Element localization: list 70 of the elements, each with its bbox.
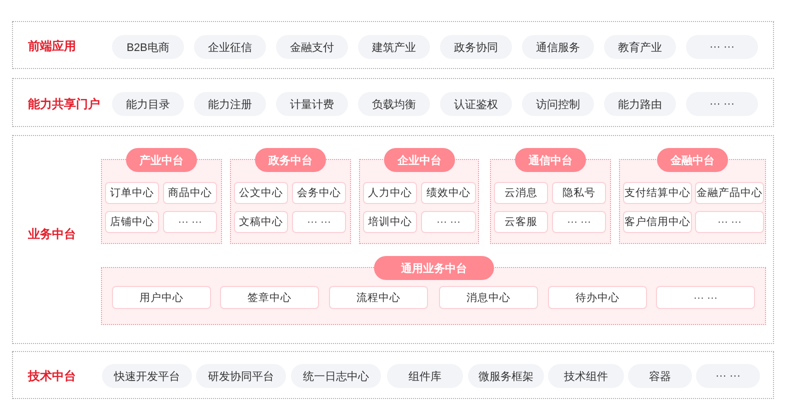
module-pill: ··· ··· xyxy=(686,35,758,59)
module-cell: 金融产品中心 xyxy=(695,182,764,204)
module-cell: 文稿中心 xyxy=(234,211,288,233)
layer-title: 前端应用 xyxy=(28,38,76,54)
module-pill: 容器 xyxy=(628,364,692,388)
module-cell: 客户信用中心 xyxy=(623,211,692,233)
module-cell: ··· ··· xyxy=(695,211,764,233)
module-pill: 能力路由 xyxy=(604,92,676,116)
module-cell: 会务中心 xyxy=(292,182,346,204)
module-cell: 签章中心 xyxy=(220,286,319,309)
layer-title: 能力共享门户 xyxy=(28,96,100,112)
module-cell: 商品中心 xyxy=(163,182,217,204)
module-cell: 绩效中心 xyxy=(421,182,476,204)
group-panel xyxy=(490,148,611,244)
module-cell: 流程中心 xyxy=(329,286,428,309)
module-cell: 用户中心 xyxy=(112,286,211,309)
module-pill: 组件库 xyxy=(387,364,463,388)
group-panel xyxy=(619,148,766,244)
group-title: 企业中台 xyxy=(384,148,455,172)
module-pill: 能力注册 xyxy=(194,92,266,116)
module-cell: 人力中心 xyxy=(363,182,417,204)
module-pill: 技术组件 xyxy=(548,364,624,388)
module-cell: ··· ··· xyxy=(552,211,606,233)
module-cell: 云客服 xyxy=(494,211,548,233)
module-cell: 云消息 xyxy=(494,182,548,204)
group-title: 通用业务中台 xyxy=(374,256,494,280)
layer-panel xyxy=(12,135,774,344)
module-pill: B2B电商 xyxy=(112,35,184,59)
module-pill: 政务协同 xyxy=(440,35,512,59)
module-pill: 微服务框架 xyxy=(468,364,544,388)
module-cell: 培训中心 xyxy=(363,211,417,233)
module-pill: 统一日志中心 xyxy=(291,364,381,388)
module-cell: 隐私号 xyxy=(552,182,606,204)
group-title: 产业中台 xyxy=(126,148,197,172)
module-cell: 店铺中心 xyxy=(105,211,159,233)
module-pill: 认证鉴权 xyxy=(440,92,512,116)
layer-title: 技术中台 xyxy=(28,368,76,384)
module-pill: 快速开发平台 xyxy=(102,364,192,388)
layer-title: 业务中台 xyxy=(28,226,76,242)
module-pill: 建筑产业 xyxy=(358,35,430,59)
module-cell: ··· ··· xyxy=(292,211,346,233)
group-panel xyxy=(230,148,351,244)
module-pill: 访问控制 xyxy=(522,92,594,116)
group-panel xyxy=(101,148,222,244)
module-pill: 研发协同平台 xyxy=(196,364,286,388)
group-panel xyxy=(101,256,766,325)
group-title: 金融中台 xyxy=(657,148,728,172)
module-pill: 负载均衡 xyxy=(358,92,430,116)
module-cell: 消息中心 xyxy=(439,286,538,309)
module-pill: ··· ··· xyxy=(686,92,758,116)
module-cell: ··· ··· xyxy=(421,211,476,233)
module-pill: 计量计费 xyxy=(276,92,348,116)
group-title: 通信中台 xyxy=(515,148,586,172)
module-pill: 教育产业 xyxy=(604,35,676,59)
module-pill: 能力目录 xyxy=(112,92,184,116)
module-pill: 通信服务 xyxy=(522,35,594,59)
module-cell: 公文中心 xyxy=(234,182,288,204)
layer-panel xyxy=(12,78,774,127)
group-panel xyxy=(359,148,479,244)
module-cell: ··· ··· xyxy=(656,286,755,309)
module-pill: 金融支付 xyxy=(276,35,348,59)
module-cell: ··· ··· xyxy=(163,211,217,233)
layer-panel xyxy=(12,21,774,69)
module-pill: ··· ··· xyxy=(696,364,760,388)
module-cell: 待办中心 xyxy=(548,286,647,309)
module-cell: 订单中心 xyxy=(105,182,159,204)
layer-panel xyxy=(12,351,774,399)
group-title: 政务中台 xyxy=(255,148,326,172)
module-cell: 支付结算中心 xyxy=(623,182,692,204)
module-pill: 企业征信 xyxy=(194,35,266,59)
